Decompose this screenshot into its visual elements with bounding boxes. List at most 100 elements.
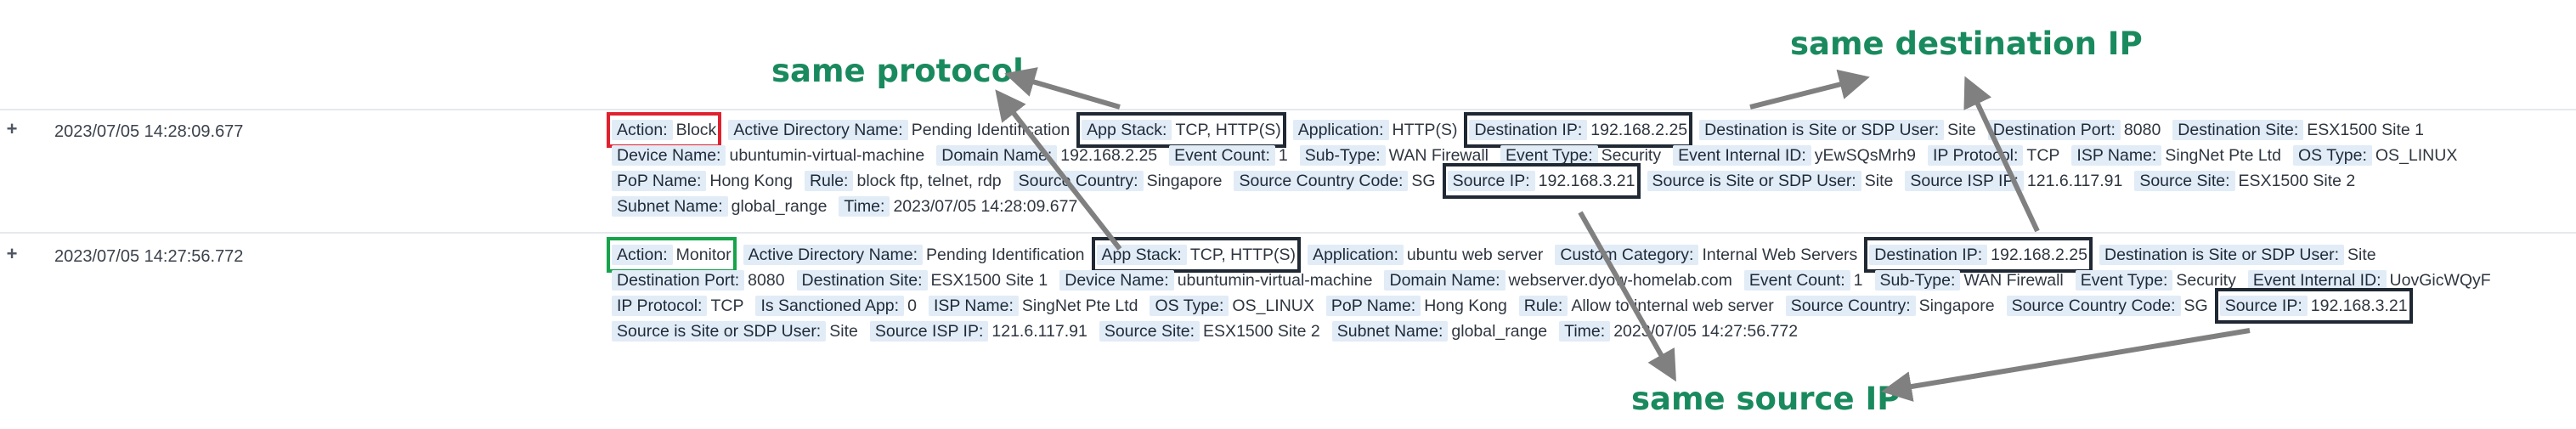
event-field[interactable]: Time:2023/07/05 14:27:56.772: [1559, 319, 1798, 344]
event-field[interactable]: Event Type:Security: [2075, 268, 2236, 293]
event-field[interactable]: Source Country Code:SG: [1234, 168, 1436, 194]
field-value: TCP: [710, 296, 744, 315]
event-field[interactable]: Destination IP:192.168.2.25: [1464, 112, 1693, 148]
field-value: 1: [1853, 271, 1863, 290]
event-field[interactable]: OS Type:OS_LINUX: [1150, 293, 1314, 319]
field-key: Source Country Code:: [2006, 296, 2181, 316]
event-field[interactable]: Device Name:ubuntumin-virtual-machine: [612, 143, 924, 168]
details-line: IP Protocol:TCP Is Sanctioned App:0 ISP Na…: [612, 288, 2566, 324]
event-field[interactable]: Application:HTTP(S): [1292, 117, 1457, 143]
event-field[interactable]: Device Name:ubuntumin-virtual-machine: [1059, 268, 1372, 293]
field-key: ISP Name:: [2071, 145, 2162, 166]
event-field[interactable]: Destination IP:192.168.2.25: [1864, 237, 2093, 273]
field-value: Singapore: [1146, 172, 1223, 190]
field-key: Destination Site:: [796, 270, 928, 291]
field-key: Source ISP IP:: [1905, 171, 2024, 191]
field-value: Security: [2176, 271, 2236, 290]
event-field[interactable]: Source Site:ESX1500 Site 2: [2134, 168, 2355, 194]
event-field[interactable]: Sub-Type:WAN Firewall: [1874, 268, 2064, 293]
event-field[interactable]: Source Country Code:SG: [2006, 293, 2208, 319]
event-field[interactable]: ISP Name:SingNet Pte Ltd: [928, 293, 1138, 319]
event-field[interactable]: Source ISP IP:121.6.117.91: [1905, 168, 2122, 194]
field-key: Time:: [839, 196, 890, 217]
event-field[interactable]: Destination is Site or SDP User:Site: [2099, 242, 2376, 268]
field-value: 192.168.2.25: [1590, 121, 1688, 139]
event-field[interactable]: Destination is Site or SDP User:Site: [1699, 117, 1976, 143]
event-field[interactable]: PoP Name:Hong Kong: [612, 168, 793, 194]
field-key: Source IP:: [1447, 171, 1535, 191]
event-field[interactable]: Source Country:Singapore: [1013, 168, 1223, 194]
event-field[interactable]: Is Sanctioned App:0: [755, 293, 917, 319]
field-value: 2023/07/05 14:27:56.772: [1613, 322, 1799, 341]
event-field[interactable]: Source is Site or SDP User:Site: [1647, 168, 1893, 194]
event-timestamp: 2023/07/05 14:27:56.772: [54, 247, 244, 266]
event-field[interactable]: Sub-Type:WAN Firewall: [1299, 143, 1489, 168]
event-field[interactable]: Source Site:ESX1500 Site 2: [1099, 319, 1320, 344]
field-key: Device Name:: [1059, 270, 1174, 291]
event-field[interactable]: Subnet Name:global_range: [612, 194, 827, 219]
field-key: Time:: [1559, 321, 1611, 342]
event-field[interactable]: Destination Site:ESX1500 Site 1: [2172, 117, 2424, 143]
field-key: Destination is Site or SDP User:: [1699, 120, 1945, 140]
event-field[interactable]: Active Directory Name:Pending Identifica…: [728, 117, 1070, 143]
event-field[interactable]: Event Count:1: [1169, 143, 1288, 168]
field-value: Hong Kong: [1424, 296, 1507, 315]
field-value: 0: [907, 296, 917, 315]
expand-row-button[interactable]: +: [6, 243, 18, 264]
field-value: SG: [2183, 296, 2208, 315]
event-field[interactable]: ISP Name:SingNet Pte Ltd: [2071, 143, 2281, 168]
event-field[interactable]: Event Internal ID:yEwSQsMrh9: [1673, 143, 1916, 168]
field-key: Domain Name:: [1384, 270, 1505, 291]
event-field[interactable]: Domain Name:192.168.2.25: [936, 143, 1157, 168]
annotation-same-source-ip: same source IP: [1631, 381, 1901, 417]
event-field[interactable]: Application:ubuntu web server: [1308, 242, 1543, 268]
field-key: Subnet Name:: [1331, 321, 1449, 342]
event-field[interactable]: Destination Port:8080: [612, 268, 785, 293]
event-field[interactable]: IP Protocol:TCP: [1927, 143, 2059, 168]
event-field[interactable]: Rule:block ftp, telnet, rdp: [804, 168, 1002, 194]
field-value: ESX1500 Site 2: [1203, 322, 1320, 341]
field-key: Sub-Type:: [1874, 270, 1961, 291]
event-field[interactable]: Event Type:Security: [1500, 143, 1661, 168]
event-field[interactable]: OS Type:OS_LINUX: [2292, 143, 2457, 168]
field-key: Source Country:: [1785, 296, 1916, 316]
event-field[interactable]: Action:Monitor: [607, 237, 737, 273]
field-value: 192.168.3.21: [2310, 296, 2408, 315]
event-field[interactable]: Source IP:192.168.3.21: [2214, 288, 2413, 324]
event-field[interactable]: Subnet Name:global_range: [1331, 319, 1548, 344]
field-key: Destination is Site or SDP User:: [2099, 245, 2344, 265]
details-line: Source is Site or SDP User:Site Source IS…: [612, 319, 2566, 344]
event-field[interactable]: Destination Port:8080: [1987, 117, 2161, 143]
field-value: 121.6.117.91: [991, 322, 1087, 341]
field-value: 192.168.2.25: [1991, 246, 2087, 264]
field-value: UovGicWQyF: [2389, 271, 2491, 290]
event-field[interactable]: Domain Name:webserver.dyow-homelab.com: [1384, 268, 1732, 293]
event-field[interactable]: Active Directory Name:Pending Identifica…: [743, 242, 1085, 268]
event-field[interactable]: Source is Site or SDP User:Site: [612, 319, 858, 344]
expand-row-button[interactable]: +: [6, 118, 18, 139]
field-key: Is Sanctioned App:: [755, 296, 905, 316]
event-field[interactable]: Event Count:1: [1743, 268, 1863, 293]
field-key: Event Type:: [2075, 270, 2173, 291]
field-value: Block: [675, 121, 717, 139]
event-field[interactable]: App Stack:TCP, HTTP(S): [1091, 237, 1302, 273]
event-field[interactable]: App Stack:TCP, HTTP(S): [1076, 112, 1286, 148]
event-field[interactable]: Custom Category:Internal Web Servers: [1555, 242, 1857, 268]
event-field[interactable]: Event Internal ID:UovGicWQyF: [2247, 268, 2491, 293]
event-field[interactable]: Source IP:192.168.3.21: [1442, 163, 1641, 199]
field-value: OS_LINUX: [1232, 296, 1314, 315]
event-field[interactable]: Action:Block: [606, 112, 722, 148]
event-field[interactable]: IP Protocol:TCP: [612, 293, 743, 319]
event-field[interactable]: Time:2023/07/05 14:28:09.677: [839, 194, 1077, 219]
event-field[interactable]: Source ISP IP:121.6.117.91: [869, 319, 1087, 344]
field-value: ESX1500 Site 1: [930, 271, 1048, 290]
event-field[interactable]: Rule:Allow to internal web server: [1518, 293, 1774, 319]
field-key: Source Site:: [1099, 321, 1200, 342]
event-field[interactable]: Destination Site:ESX1500 Site 1: [796, 268, 1048, 293]
field-value: global_range: [1451, 322, 1548, 341]
event-field[interactable]: Source Country:Singapore: [1785, 293, 1995, 319]
field-key: Event Count:: [1743, 270, 1850, 291]
event-field[interactable]: PoP Name:Hong Kong: [1325, 293, 1507, 319]
